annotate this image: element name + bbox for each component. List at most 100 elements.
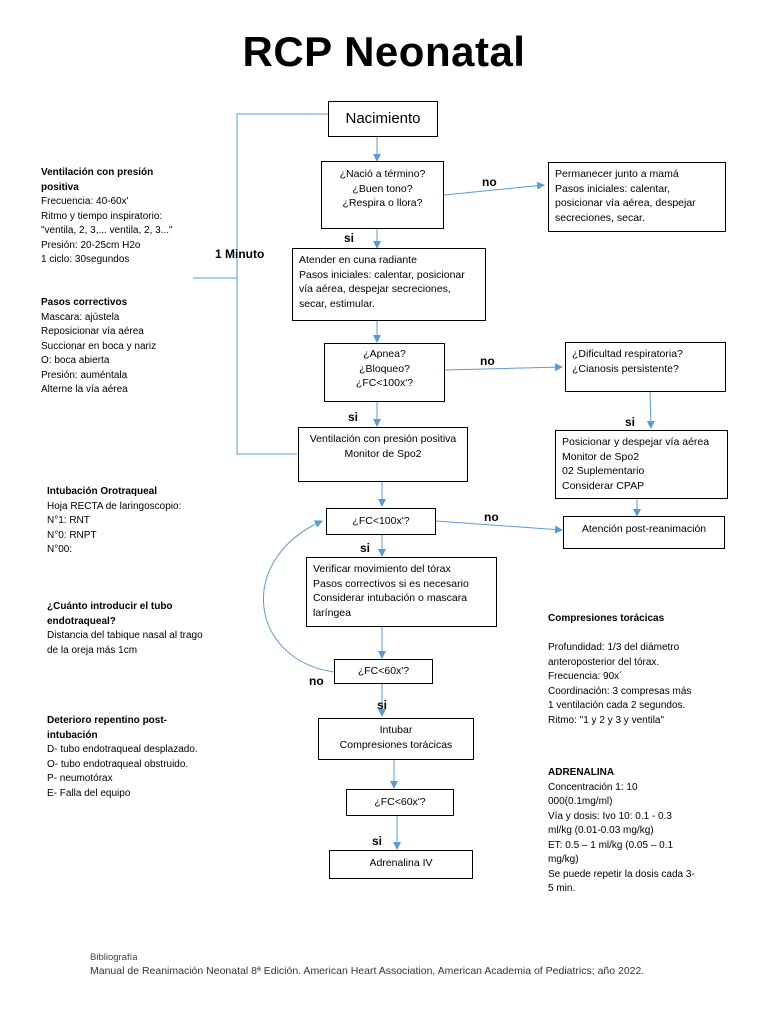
q4-box: ¿FC<60x'? (334, 659, 433, 684)
intubar-line: Intubar (379, 724, 413, 736)
posicionar-line: 02 Suplementario (562, 465, 645, 477)
mama-line: posicionar vía aérea, despejar (555, 197, 696, 209)
adrenalina-box: Adrenalina IV (329, 850, 473, 879)
bibliography-text: Manual de Reanimación Neonatal 8ª Edició… (90, 964, 645, 977)
note-heading: Intubación Orotraqueal (47, 486, 158, 497)
page-title: RCP Neonatal (242, 28, 526, 75)
cuna-box: Atender en cuna radiante Pasos iniciales… (292, 248, 486, 321)
note-line: O- tubo endotraqueal obstruido. (47, 758, 189, 770)
intubar-box: Intubar Compresiones torácicas (318, 718, 474, 760)
note-line: 1 ventilación cada 2 segundos. (548, 700, 686, 711)
note-line: E- Falla del equipo (47, 787, 131, 799)
note-line: Se puede repetir la dosis cada 3- (548, 868, 695, 880)
minute-bracket (236, 113, 328, 455)
note-heading: Ventilación con presión (41, 167, 154, 178)
ventilacion-line: Ventilación con presión positiva (309, 433, 457, 445)
cuna-line: secar, estimular. (299, 297, 375, 310)
arrow-q2-dific (444, 363, 563, 372)
note-compresiones: Compresiones torácicas Profundidad: 1/3 … (548, 612, 718, 728)
adrenalina-label: Adrenalina IV (369, 857, 433, 869)
q2-line: ¿Bloqueo? (359, 362, 410, 375)
arrow-q1-mama (443, 181, 545, 196)
arrow-q3-post (435, 520, 563, 534)
ventilacion-box: Ventilación con presión positiva Monitor… (298, 427, 468, 482)
arrow-dific-pos (646, 391, 655, 429)
note-line: Reposicionar vía aérea (41, 326, 144, 337)
note-line: Alterne la vía aérea (41, 384, 128, 395)
nacimiento-box: Nacimiento (328, 101, 438, 137)
note-line: Concentración 1: 10 (548, 781, 638, 793)
note-line (548, 627, 718, 642)
mama-line: Pasos iniciales: calentar, (555, 182, 670, 195)
note-line: de la oreja más 1cm (47, 644, 138, 656)
minute-label: 1 Minuto (215, 247, 265, 261)
note-line: Coordinación: 3 compresas más (548, 685, 692, 697)
cuna-line: Atender en cuna radiante (299, 254, 417, 266)
intubar-line: Compresiones torácicas (339, 738, 453, 751)
note-pasos: Pasos correctivos Mascara: ajústela Repo… (41, 296, 211, 398)
no-label-1: no (482, 175, 497, 189)
note-line: Vía y dosis: Ivo 10: 0.1 - 0.3 (548, 810, 672, 822)
q1-box: ¿Nació a término? ¿Buen tono? ¿Respira o… (321, 161, 444, 229)
yes-label-2: si (348, 410, 359, 424)
no-label-2: no (480, 354, 495, 368)
note-heading: ¿Cuánto introducir el tubo (47, 601, 173, 612)
q5-label: ¿FC<60x'? (374, 796, 426, 808)
note-deterioro: Deterioro repentino post- intubación D- … (47, 714, 237, 801)
note-line: D- tubo endotraqueal desplazado. (47, 744, 198, 755)
note-line: Mascara: ajústela (41, 311, 120, 323)
note-line: Distancia del tabique nasal al trago (47, 630, 203, 641)
note-line: P- neumotórax (47, 773, 113, 784)
note-line: O: boca abierta (41, 355, 110, 366)
mama-line: secreciones, secar. (555, 211, 645, 224)
bibliography-heading: Bibliografía (90, 952, 138, 963)
note-line: Frecuencia: 90x´ (548, 671, 623, 682)
note-tubo: ¿Cuánto introducir el tubo endotraqueal?… (47, 600, 237, 658)
note-heading: positiva (41, 181, 79, 193)
note-line: 5 min. (548, 883, 576, 894)
note-line: Profundidad: 1/3 del diámetro (548, 642, 680, 653)
cuna-line: vía aérea, despejar secreciones, (299, 283, 451, 295)
dificultad-line: ¿Dificultad respiratoria? (572, 348, 683, 360)
note-line: "ventila, 2, 3,... ventila, 2, 3..." (41, 225, 173, 236)
yes-label-5: si (377, 698, 388, 712)
post-box: Atención post-reanimación (563, 516, 725, 549)
post-label: Atención post-reanimación (581, 523, 707, 535)
note-line: Ritmo: "1 y 2 y 3 y ventila" (548, 714, 665, 726)
note-heading: intubación (47, 729, 98, 741)
dificultad-line: ¿Cianosis persistente? (572, 362, 679, 375)
yes-label-3: si (625, 415, 636, 429)
note-line: anteroposterior del tórax. (548, 656, 660, 668)
note-intubacion: Intubación Orotraqueal Hoja RECTA de lar… (47, 485, 217, 558)
q3-label: ¿FC<100x'? (352, 515, 410, 527)
mama-line: Permanecer junto a mamá (555, 168, 679, 180)
posicionar-line: Monitor de Spo2 (562, 450, 640, 463)
verificar-line: Verificar movimiento del tórax (313, 563, 451, 575)
dificultad-box: ¿Dificultad respiratoria? ¿Cianosis pers… (565, 342, 726, 392)
q1-line: ¿Respira o llora? (342, 197, 423, 209)
q2-line: ¿FC<100x'? (355, 377, 414, 389)
yes-label-6: si (372, 834, 383, 848)
ventilacion-line: Monitor de Spo2 (344, 447, 422, 460)
q1-line: ¿Nació a término? (339, 168, 426, 180)
note-line: 000(0.1mg/ml) (548, 796, 613, 807)
note-line: Presión: 20-25cm H2o (41, 239, 141, 251)
note-line: ml/kg (0.01-0.03 mg/kg) (548, 825, 654, 836)
cuna-line: Pasos iniciales: calentar, posicionar (299, 268, 465, 281)
posicionar-line: Considerar CPAP (562, 479, 645, 492)
note-heading: endotraqueal? (47, 615, 116, 627)
q3-box: ¿FC<100x'? (326, 508, 436, 535)
verificar-line: Considerar intubación o mascara (313, 592, 468, 604)
bibliography: Bibliografía Manual de Reanimación Neona… (90, 952, 690, 977)
verificar-box: Verificar movimiento del tórax Pasos cor… (306, 557, 497, 627)
note-line: 1 ciclo: 30segundos (41, 254, 130, 265)
note-line: Hoja RECTA de laringoscopio: (47, 500, 182, 512)
note-heading: ADRENALINA (548, 767, 615, 778)
verificar-line: Pasos correctivos si es necesario (313, 577, 469, 590)
note-line: Ritmo y tiempo inspiratorio: (41, 210, 163, 222)
note-line: Presión: auméntala (41, 369, 128, 381)
verificar-line: laríngea (313, 606, 351, 619)
note-heading: Compresiones torácicas (548, 613, 665, 624)
yes-label-1: si (344, 231, 355, 245)
